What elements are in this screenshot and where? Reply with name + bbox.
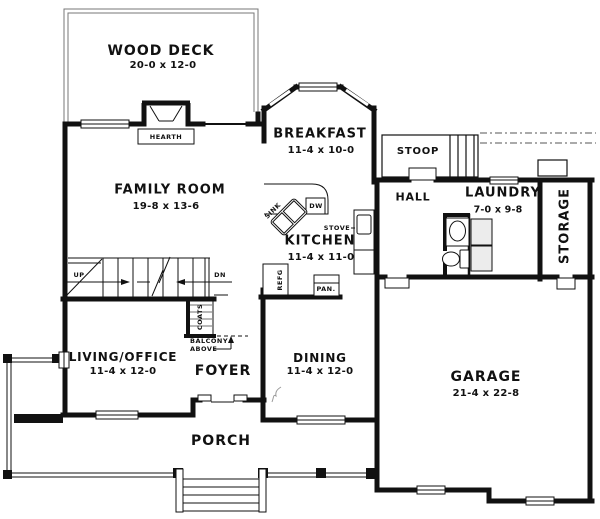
- bay-window-glass: [269, 88, 369, 107]
- front-steps: [175, 468, 267, 513]
- room-label-living-office: LIVING/OFFICE: [68, 350, 178, 364]
- bath-fixtures: [442, 217, 470, 269]
- stoop-overhang-lines: [480, 132, 596, 144]
- room-label-foyer: FOYER: [194, 363, 252, 379]
- room-dims-laundry: 7-0 x 9-8: [473, 204, 523, 216]
- room-label-storage: STORAGE: [557, 188, 573, 264]
- coats-closet-label: COATS: [195, 303, 204, 331]
- room-label-kitchen: KITCHEN: [284, 233, 356, 249]
- closet-shelf-lines: [190, 304, 212, 327]
- stairs-down-label: DN: [214, 270, 226, 279]
- kitchen-counter: [262, 183, 375, 297]
- pencil-mark: [271, 386, 282, 403]
- room-label-hall: HALL: [395, 190, 431, 204]
- stove-label: STOVE: [323, 223, 351, 232]
- balcony-label-line2: ABOVE: [190, 344, 218, 353]
- balcony-arrowhead: [228, 336, 234, 343]
- dishwasher-label: DW: [309, 201, 323, 210]
- room-label-dining: DINING: [293, 351, 347, 365]
- room-label-breakfast: BREAKFAST: [273, 126, 367, 142]
- room-dims-wood-deck: 20-0 x 12-0: [129, 60, 197, 71]
- room-label-laundry: LAUNDRY: [465, 185, 541, 201]
- room-label-stoop: STOOP: [396, 146, 440, 157]
- refrigerator-label: REFG: [275, 269, 284, 291]
- room-dims-garage: 21-4 x 22-8: [452, 388, 520, 399]
- stair-arrows: [121, 279, 185, 285]
- windows: [58, 82, 555, 506]
- porch-railing: [6, 357, 366, 478]
- hearth-label: HEARTH: [149, 132, 183, 141]
- room-label-garage: GARAGE: [450, 369, 522, 385]
- balcony-label-line1: BALCONY: [190, 336, 229, 345]
- washer-dryer: [470, 218, 493, 272]
- stairs-up-label: UP: [73, 270, 85, 279]
- room-label-porch: PORCH: [191, 433, 251, 449]
- room-dims-breakfast: 11-4 x 10-0: [287, 145, 355, 156]
- room-dims-family-room: 19-8 x 13-6: [132, 201, 200, 212]
- pantry-label: PAN.: [316, 284, 336, 293]
- staircase: [65, 256, 232, 297]
- hearth-structure: [137, 100, 195, 145]
- wood-deck-outline: [63, 8, 259, 124]
- room-dims-living-office: 11-4 x 12-0: [89, 366, 157, 377]
- kitchen-sink: [270, 198, 308, 236]
- room-label-family-room: FAMILY ROOM: [114, 182, 226, 198]
- doors: [197, 123, 576, 403]
- room-dims-kitchen: 11-4 x 11-0: [287, 252, 355, 263]
- room-dims-dining: 11-4 x 12-0: [286, 366, 354, 377]
- walls: [60, 83, 595, 504]
- room-label-wood-deck: WOOD DECK: [107, 43, 215, 59]
